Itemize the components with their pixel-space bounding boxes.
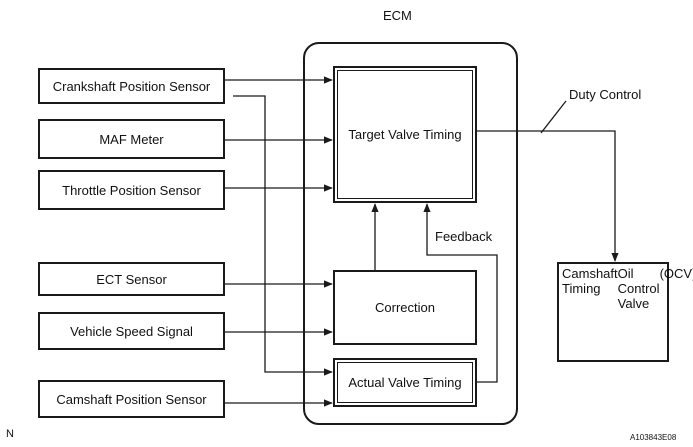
camshaft-position-sensor-box: Camshaft Position Sensor — [38, 380, 225, 418]
feedback-label: Feedback — [435, 229, 493, 244]
corner-label-left: N — [6, 428, 14, 440]
actual-valve-timing-box: Actual Valve Timing — [333, 358, 477, 407]
ect-sensor-box: ECT Sensor — [38, 262, 225, 296]
crankshaft-to-actual-arrow — [233, 95, 333, 376]
crankshaft-position-sensor-box: Crankshaft Position Sensor — [38, 68, 225, 104]
correction-box: Correction — [333, 270, 477, 345]
throttle-position-sensor-box: Throttle Position Sensor — [38, 170, 225, 210]
ecm-frame — [303, 42, 518, 425]
duty-control-label: Duty Control — [569, 87, 642, 102]
duty-control-arrow — [477, 130, 619, 262]
ocv-box: Camshaft Timing Oil Control Valve (OCV) — [557, 262, 693, 362]
feedback-arrow — [423, 203, 498, 383]
duty-control-leader — [540, 100, 567, 134]
vehicle-speed-signal-box: Vehicle Speed Signal — [38, 312, 225, 350]
target-valve-timing-box: Target Valve Timing — [333, 66, 477, 203]
ocv-line-1: Camshaft Timing — [562, 266, 618, 296]
corner-label-right: A103843E08 — [630, 433, 677, 442]
ocv-line-2: Oil Control Valve — [617, 266, 660, 311]
maf-meter-box: MAF Meter — [38, 119, 225, 159]
ecm-label: ECM — [383, 8, 412, 23]
ocv-line-3: (OCV) — [659, 266, 693, 281]
